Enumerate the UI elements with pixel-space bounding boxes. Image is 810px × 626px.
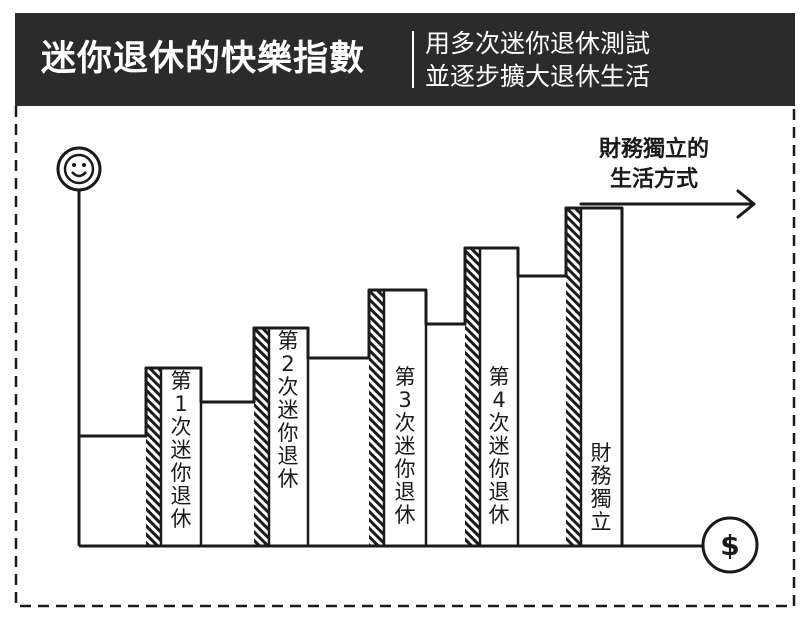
step-4-label-char: 休 (489, 503, 510, 527)
step-3-label-char: 你 (395, 457, 416, 481)
header-banner: 迷你退休的快樂指數 用多次迷你退休測試 並逐步擴大退休生活 (15, 13, 795, 106)
step-4-label-char: 4 (492, 388, 505, 412)
pillar-edges (159, 208, 583, 546)
goal-arrow (579, 189, 756, 219)
svg-text:$: $ (720, 529, 739, 562)
step-1-label-char: 迷 (171, 438, 192, 462)
step-1-label-char: 休 (171, 507, 192, 531)
step-1-label-char: 退 (171, 484, 192, 508)
step-2-label-char: 退 (278, 444, 299, 468)
step-4-label-char: 迷 (489, 434, 510, 458)
step-1-label-char: 次 (171, 415, 192, 439)
step-1-label-char: 你 (171, 461, 192, 485)
step-3-label-char: 第 (395, 365, 416, 389)
step-3-label-char: 退 (395, 480, 416, 504)
step-5-label-char: 獨 (591, 487, 612, 511)
step-1-hatch (146, 368, 161, 546)
goal-line-1: 財務獨立的 (599, 136, 709, 162)
smiley-icon (56, 146, 102, 192)
goal-line-2: 生活方式 (610, 166, 698, 192)
step-5-label-char: 財 (591, 441, 612, 465)
step-2-hatch (254, 328, 269, 546)
step-4-label-char: 次 (489, 411, 510, 435)
dollar-icon: $ (701, 516, 759, 574)
step-3-label-char: 休 (395, 503, 416, 527)
step-2-label-char: 休 (278, 467, 299, 491)
step-4-label-char: 你 (489, 457, 510, 481)
step-outline (77, 190, 624, 546)
subtitle-line-1: 用多次迷你退休測試 (425, 29, 651, 58)
step-2-label-char: 第 (278, 329, 299, 353)
dashed-frame (14, 106, 796, 608)
subtitle-line-2: 並逐步擴大退休生活 (425, 62, 651, 91)
step-4-hatch (465, 248, 480, 546)
step-5-hatch (566, 208, 581, 546)
step-1-label-char: 1 (174, 392, 187, 416)
page-subtitle: 用多次迷你退休測試 並逐步擴大退休生活 (425, 27, 650, 93)
step-2-label-char: 你 (278, 421, 299, 445)
step-1-label-char: 第 (171, 369, 192, 393)
header-divider (412, 31, 414, 88)
step-3-hatch (369, 290, 384, 546)
step-4-label-char: 第 (489, 365, 510, 389)
step-3-label-char: 次 (395, 411, 416, 435)
step-5-label-char: 務 (591, 464, 612, 488)
step-5-label-char: 立 (591, 510, 612, 534)
page-title: 迷你退休的快樂指數 (41, 39, 366, 79)
step-2-label-char: 2 (281, 352, 294, 376)
step-2-label-char: 迷 (278, 398, 299, 422)
step-3-label-char: 3 (398, 388, 411, 412)
step-3-label-char: 迷 (395, 434, 416, 458)
step-4-label-char: 退 (489, 480, 510, 504)
step-2-label-char: 次 (278, 375, 299, 399)
